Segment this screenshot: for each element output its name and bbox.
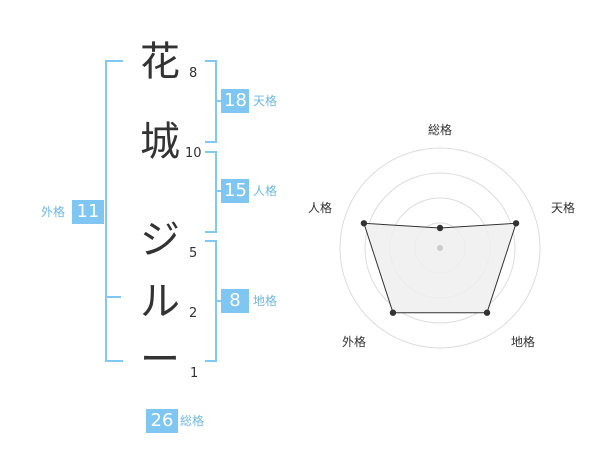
- stroke-count-1: 8: [189, 66, 198, 81]
- gaikaku-bracket-tick: [105, 296, 121, 298]
- tenkaku-value-badge: 18: [221, 89, 249, 113]
- stroke-count-2: 10: [185, 146, 202, 161]
- chikaku-value-badge: 8: [221, 289, 249, 313]
- jinkaku-label: 人格: [253, 184, 278, 198]
- radar-area: [363, 222, 517, 314]
- gaikaku-label: 外格: [41, 205, 66, 219]
- radar-label-gaikaku: 外格: [342, 335, 367, 349]
- stroke-count-5: 1: [190, 366, 199, 381]
- chikaku-label: 地格: [253, 294, 278, 308]
- radar-point: [389, 309, 397, 316]
- gaikaku-bracket: [105, 60, 123, 362]
- stroke-count-3: 5: [189, 246, 198, 261]
- name-char-4: ル: [140, 279, 180, 325]
- radar-center-dot: [437, 245, 443, 251]
- radar-point: [360, 220, 368, 227]
- name-char-5: ー: [140, 337, 180, 383]
- tenkaku-stub: [215, 100, 221, 102]
- radar-ring: [339, 147, 541, 349]
- soukaku-value-badge: 26: [146, 409, 178, 433]
- chikaku-stub: [215, 300, 221, 302]
- radar-label-tenkaku: 天格: [551, 201, 576, 215]
- radar-ring: [364, 172, 516, 324]
- gaikaku-value-badge: 11: [72, 200, 104, 224]
- jinkaku-stub: [215, 190, 221, 192]
- radar-point: [483, 309, 491, 316]
- radar-chart: [339, 147, 541, 349]
- tenkaku-label: 天格: [253, 94, 278, 108]
- jinkaku-bracket: [205, 151, 217, 233]
- jinkaku-value-badge: 15: [221, 179, 249, 203]
- radar-label-chikaku: 地格: [511, 335, 536, 349]
- radar-point: [512, 220, 520, 227]
- name-char-1: 花: [140, 39, 180, 85]
- soukaku-label: 総格: [180, 414, 205, 428]
- stroke-count-4: 2: [189, 306, 198, 321]
- name-char-3: ジ: [140, 217, 180, 263]
- radar-label-soukaku: 総格: [428, 123, 453, 137]
- radar-point: [436, 224, 444, 232]
- radar-label-jinkaku: 人格: [308, 201, 333, 215]
- name-char-2: 城: [140, 119, 180, 165]
